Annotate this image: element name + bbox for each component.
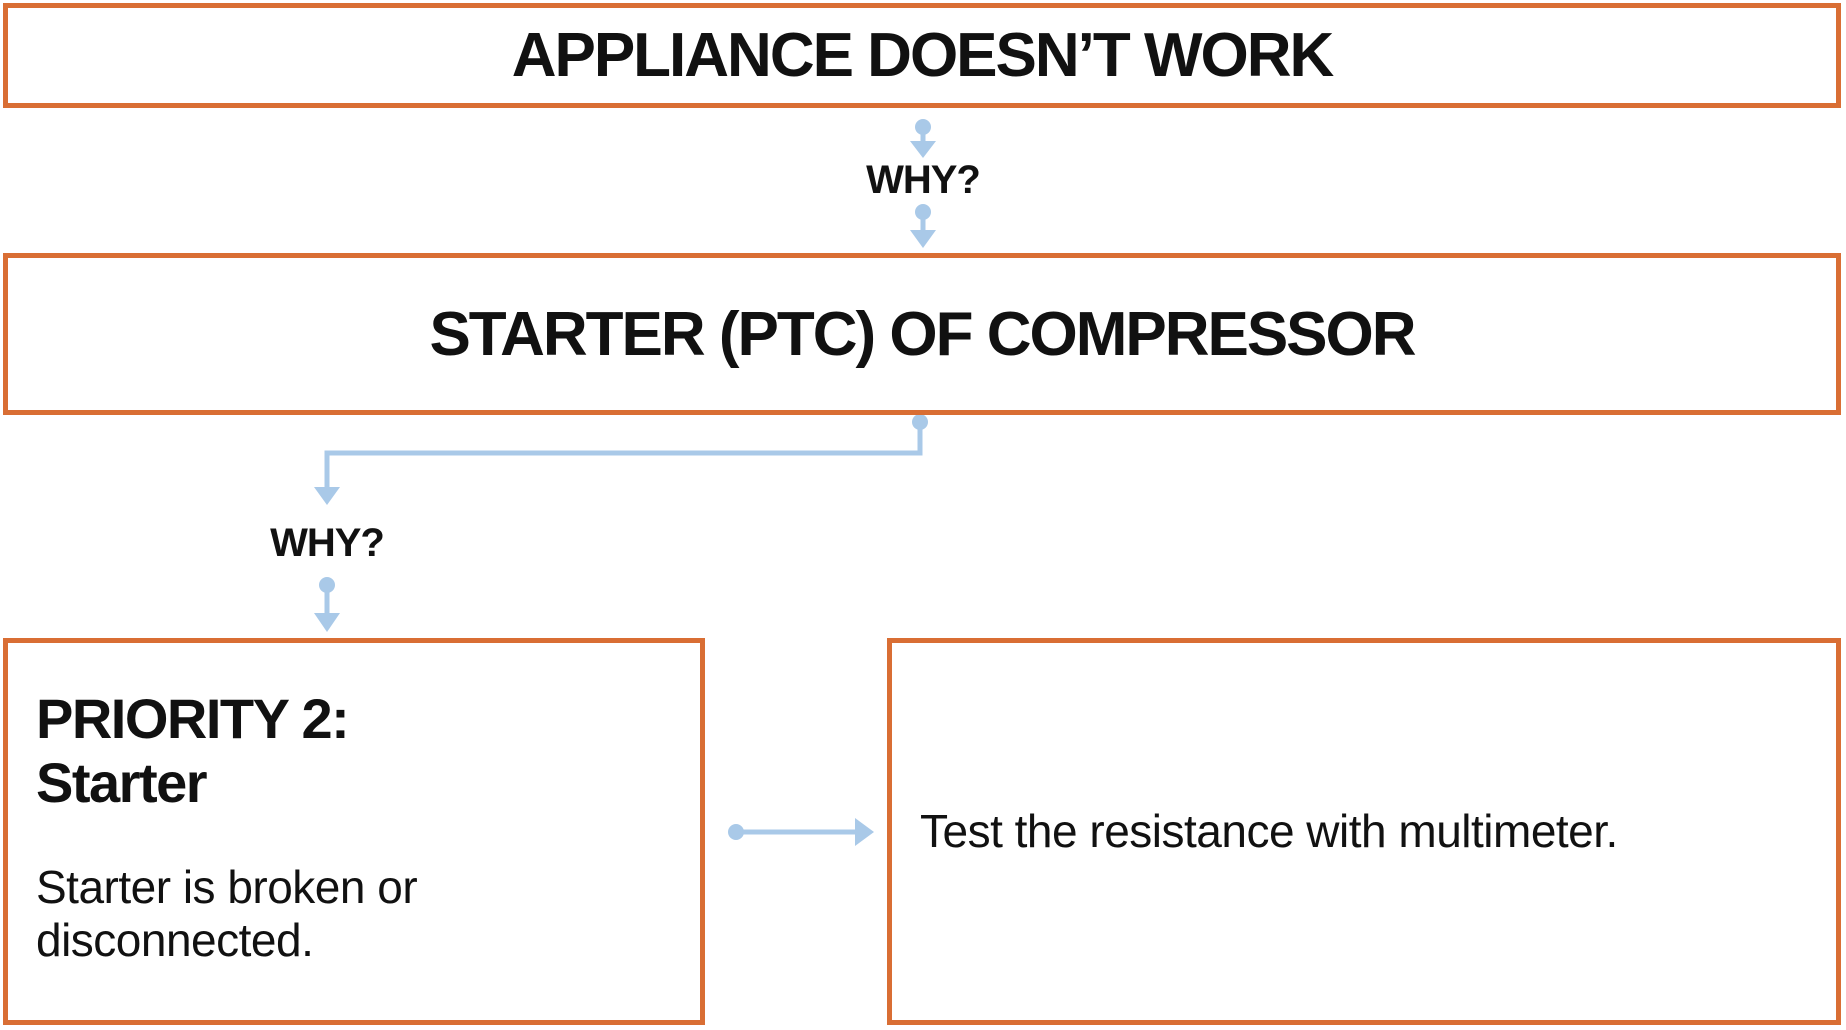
arrow-right-icon — [728, 818, 874, 846]
symptom-box: APPLIANCE DOESN’T WORK — [3, 3, 1841, 108]
priority-box: PRIORITY 2: Starter Starter is broken or… — [3, 638, 705, 1025]
elbow-connector-icon — [314, 414, 928, 505]
action-box: Test the resistance with multimeter. — [887, 638, 1841, 1025]
why-label-top: WHY? — [866, 158, 981, 202]
priority-description: Starter is broken or disconnected. — [36, 861, 418, 966]
arrow-down-icon — [910, 204, 936, 248]
arrow-down-icon — [314, 577, 340, 632]
action-label: Test the resistance with multimeter. — [920, 805, 1618, 857]
cause-label: STARTER (PTC) OF COMPRESSOR — [429, 299, 1416, 369]
cause-box: STARTER (PTC) OF COMPRESSOR — [3, 253, 1841, 415]
priority-title: PRIORITY 2: — [36, 687, 350, 750]
why-label-left: WHY? — [270, 521, 385, 565]
arrow-down-icon — [910, 119, 936, 158]
symptom-label: APPLIANCE DOESN’T WORK — [511, 21, 1335, 90]
priority-subtitle: Starter — [36, 751, 208, 814]
